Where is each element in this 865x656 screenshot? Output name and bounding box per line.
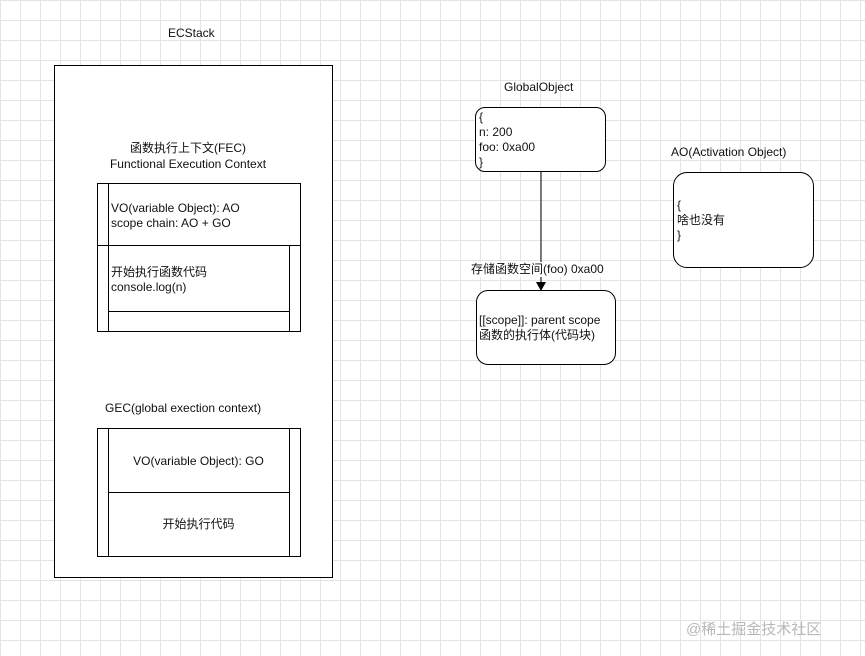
activation-object-box[interactable] <box>673 172 814 268</box>
function-storage-label: 存储函数空间(foo) 0xa00 <box>471 262 604 277</box>
function-scope-line: [[scope]]: parent scope <box>479 313 601 327</box>
fec-title-line1: 函数执行上下文(FEC) <box>130 141 246 155</box>
global-object-line: foo: 0xa00 <box>479 140 536 154</box>
fec-exec-line1: 开始执行函数代码 <box>111 265 208 279</box>
activation-object-line: 啥也没有 <box>677 213 726 227</box>
gec-exec: 开始执行代码 <box>162 517 235 531</box>
global-object-line: } <box>479 155 484 169</box>
activation-object-title: AO(Activation Object) <box>671 145 787 159</box>
watermark: @稀土掘金技术社区 <box>686 621 822 638</box>
ecstack-title: ECStack <box>168 26 215 40</box>
fec-exec-box[interactable] <box>108 245 290 312</box>
fec-container[interactable] <box>97 183 301 332</box>
fec-title-line2: Functional Execution Context <box>109 157 267 171</box>
global-object-line: n: 200 <box>479 125 513 139</box>
activation-object-line: { <box>677 198 682 212</box>
gec-divider <box>108 492 289 493</box>
global-object-box[interactable] <box>475 107 606 172</box>
fec-vo-line2: scope chain: AO + GO <box>111 216 231 230</box>
gec-vo: VO(variable Object): GO <box>133 454 264 468</box>
function-storage-box[interactable] <box>476 290 616 365</box>
fec-vo-line1: VO(variable Object): AO <box>111 201 240 215</box>
function-body-line: 函数的执行体(代码块) <box>479 328 595 342</box>
gec-right-edge <box>289 428 290 557</box>
gec-title: GEC(global exection context) <box>105 401 262 415</box>
fec-divider <box>97 245 301 246</box>
activation-object-line: } <box>677 228 682 242</box>
global-object-title: GlobalObject <box>504 80 574 94</box>
fec-exec-line2: console.log(n) <box>111 280 187 294</box>
global-object-line: { <box>479 110 484 124</box>
